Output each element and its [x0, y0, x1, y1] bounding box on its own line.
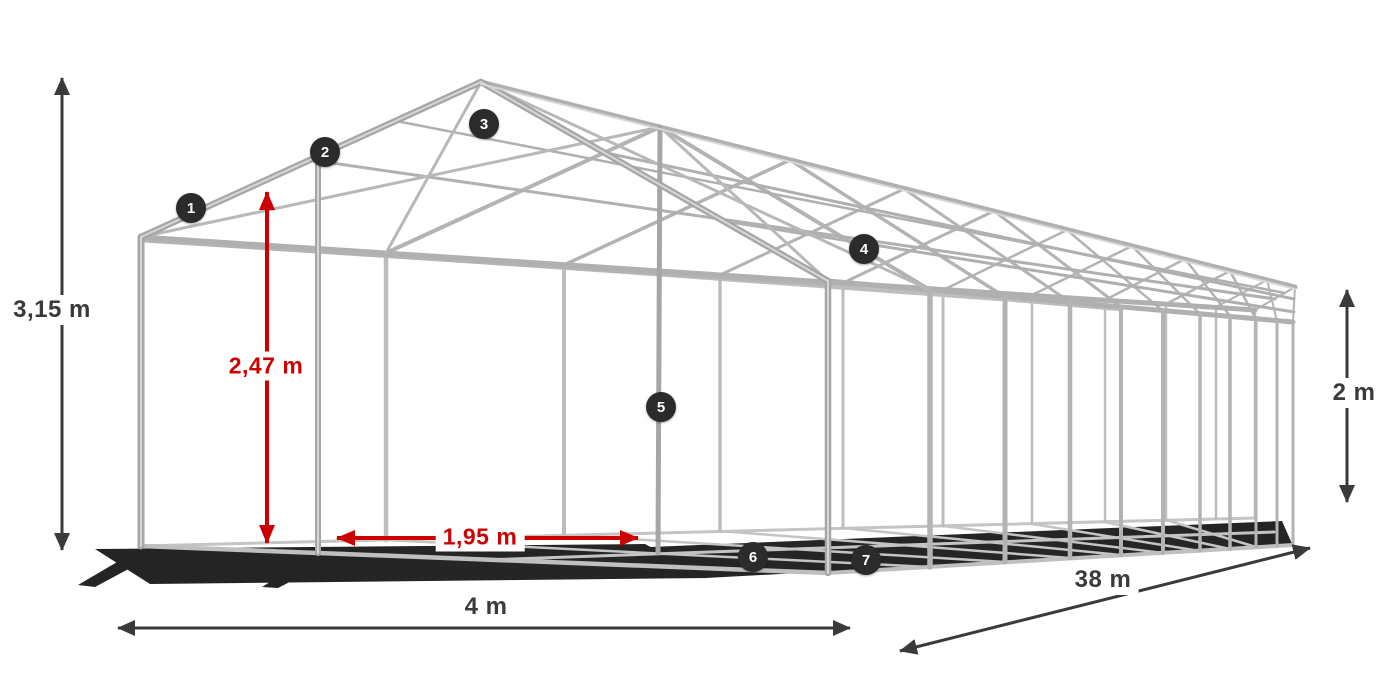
right-purlin-upper [600, 150, 1296, 301]
part-badge-4: 4 [849, 234, 879, 264]
part-badge-6: 6 [738, 542, 768, 572]
right-purlin-lower [722, 219, 1296, 314]
width-label: 4 m [457, 592, 515, 622]
interior-center-post [655, 124, 663, 556]
right-side-posts [927, 287, 1295, 570]
side-height-label: 2 m [1325, 378, 1383, 408]
left-eave-tube [138, 234, 1258, 313]
length-label: 38 m [1067, 565, 1139, 595]
front-gable-frame [137, 78, 832, 577]
inner-height-label: 2,47 m [221, 351, 311, 381]
part-badge-3: 3 [469, 109, 499, 139]
part-badge-7: 7 [851, 545, 881, 575]
entrance-width-label: 1,95 m [435, 522, 525, 552]
longitudinal-tubes [138, 79, 1298, 325]
ridge-tube [478, 79, 1298, 290]
part-badge-5: 5 [646, 392, 676, 422]
dimension-arrows-red [259, 191, 639, 546]
right-eave-tube [825, 278, 1296, 325]
left-purlin [309, 158, 1277, 301]
total-height-label: 3,15 m [6, 295, 98, 325]
part-badge-1: 1 [176, 193, 206, 223]
arrow-length [899, 544, 1311, 655]
left-side-posts [383, 250, 1257, 543]
roof-cross-braces [139, 80, 932, 292]
part-badge-2: 2 [310, 137, 340, 167]
rafters-right [658, 125, 1296, 323]
